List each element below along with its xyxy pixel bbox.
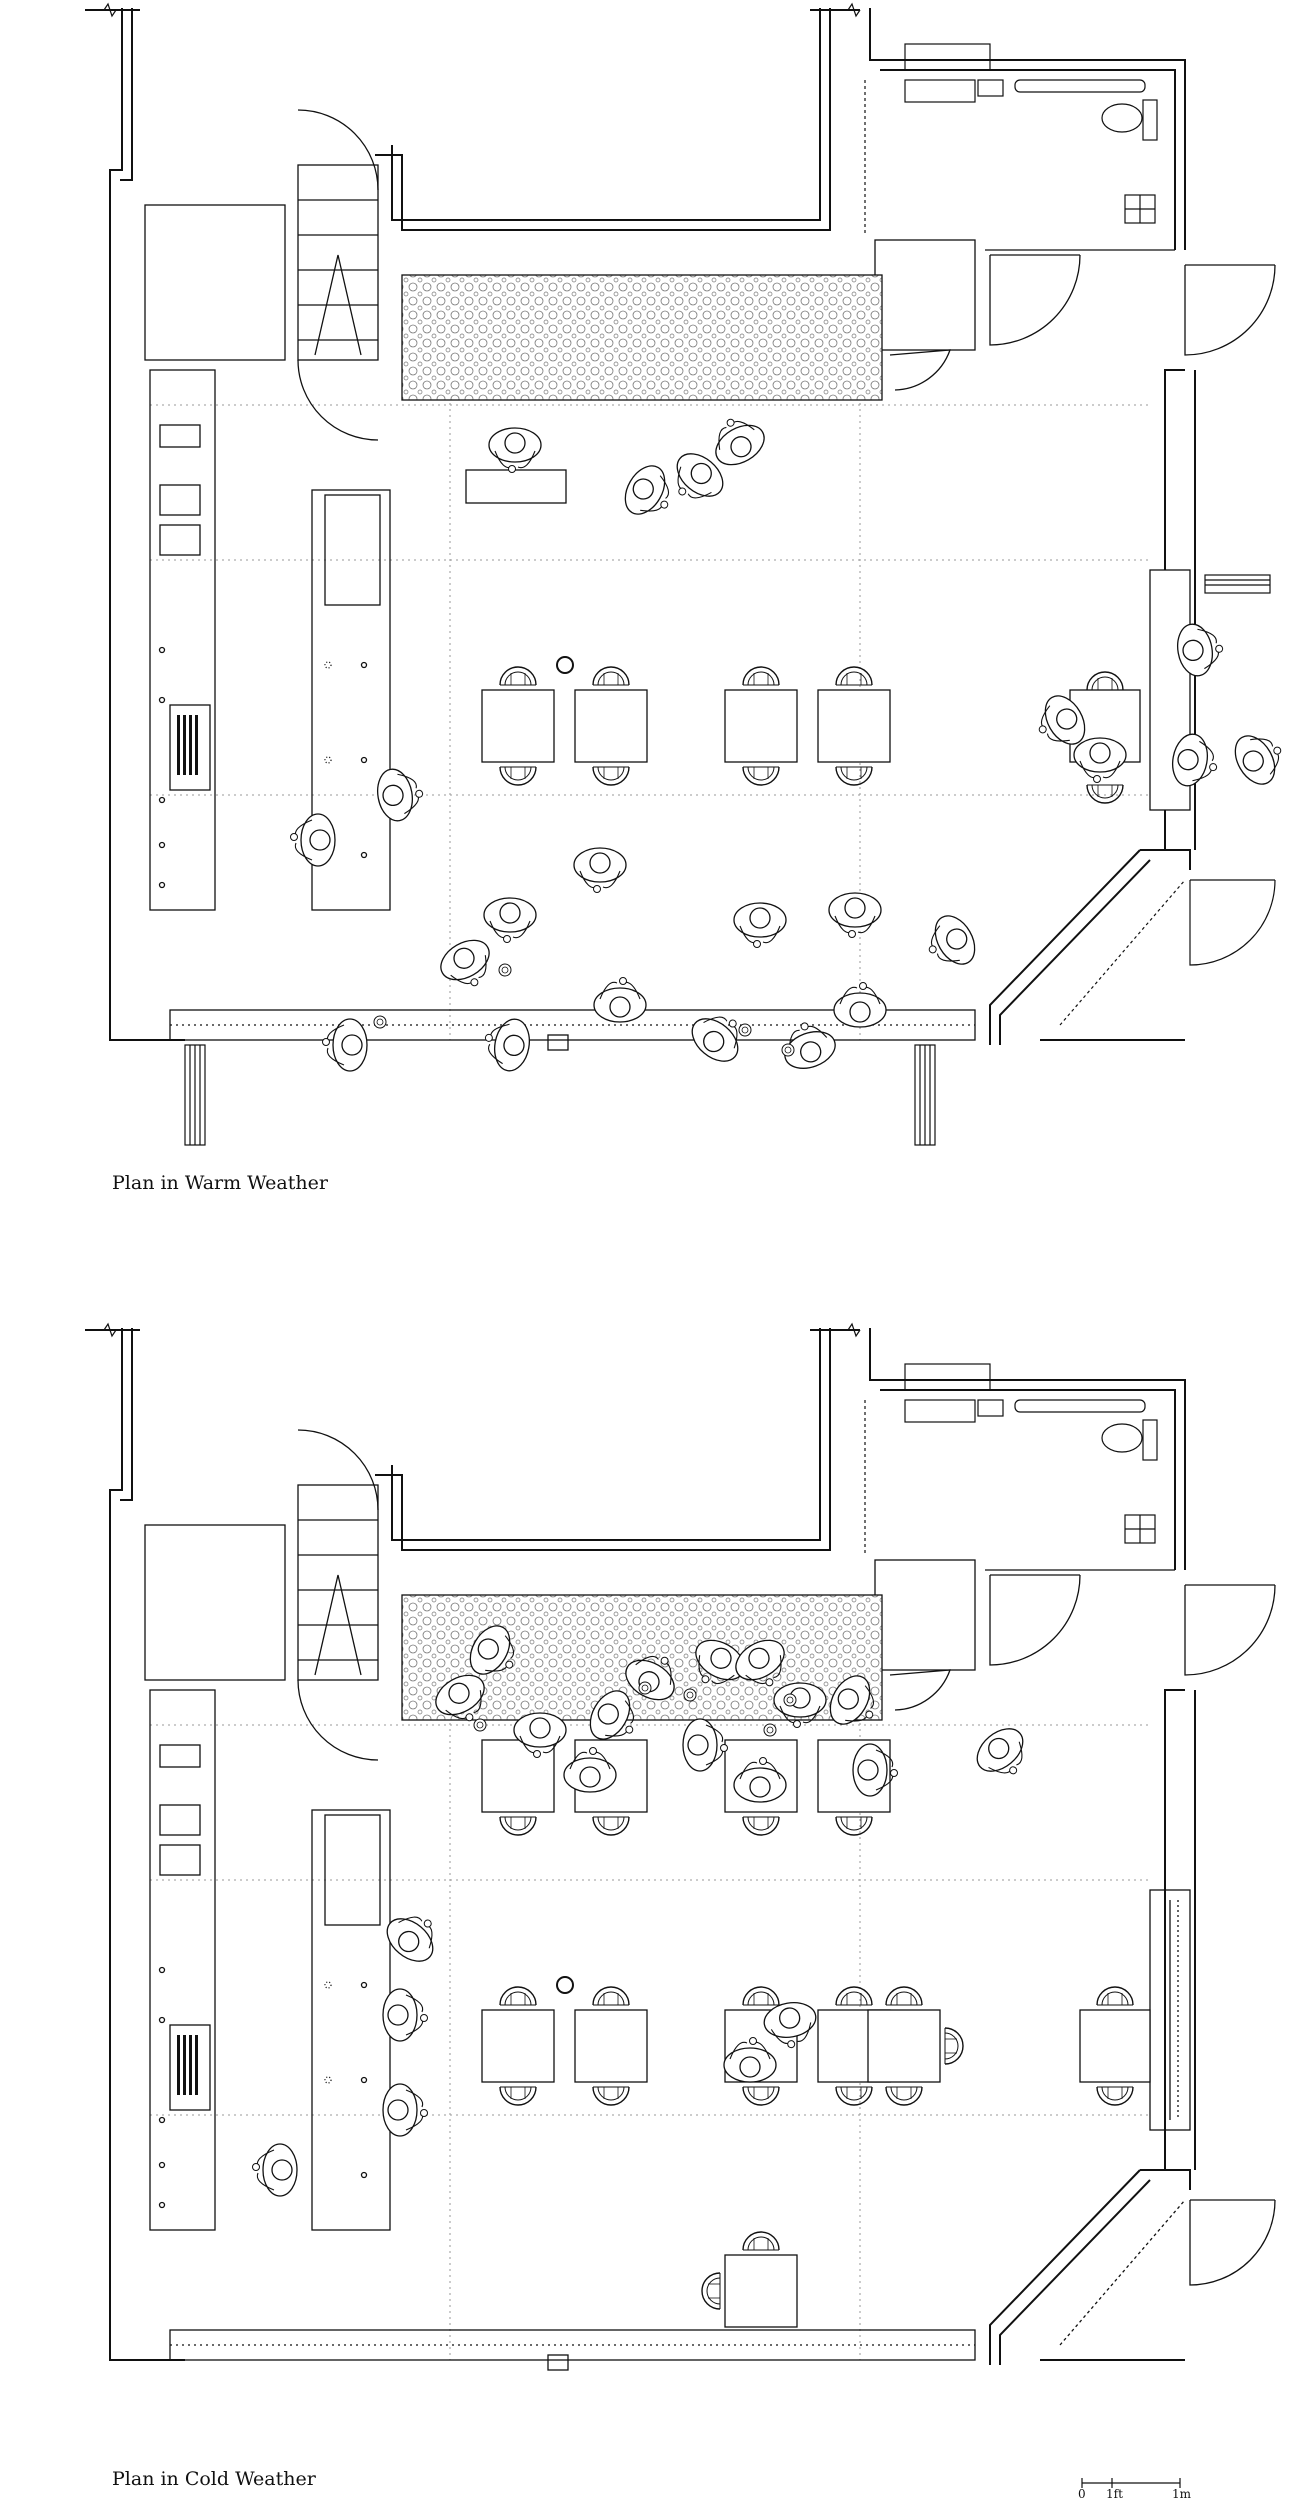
scale-label-zero: 0 xyxy=(1078,2487,1086,2501)
scale-label-metre: 1m xyxy=(1172,2487,1192,2501)
scale-label-foot: 1ft xyxy=(1106,2487,1123,2501)
caption-cold-weather: Plan in Cold Weather xyxy=(112,2468,316,2490)
warm-weather-plan xyxy=(85,4,1293,1146)
caption-warm-weather: Plan in Warm Weather xyxy=(112,1172,328,1194)
scale-bar xyxy=(1081,2478,1181,2488)
cold-weather-plan xyxy=(85,1324,1275,2370)
